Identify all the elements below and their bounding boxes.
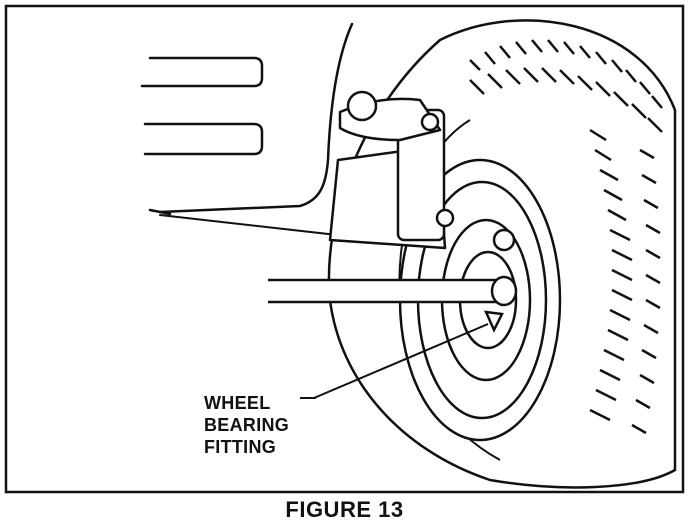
figure-caption: FIGURE 13 (285, 497, 404, 522)
axle (268, 275, 518, 333)
wheel-bearing-fitting-label: WHEEL BEARING FITTING (204, 392, 289, 458)
callout-line-1: WHEEL (204, 393, 271, 413)
callout-leader (313, 323, 489, 399)
spindle-bracket (328, 90, 516, 252)
callout-line-3: FITTING (204, 437, 277, 457)
figure-border (4, 4, 685, 494)
callout-line-2: BEARING (204, 415, 290, 435)
